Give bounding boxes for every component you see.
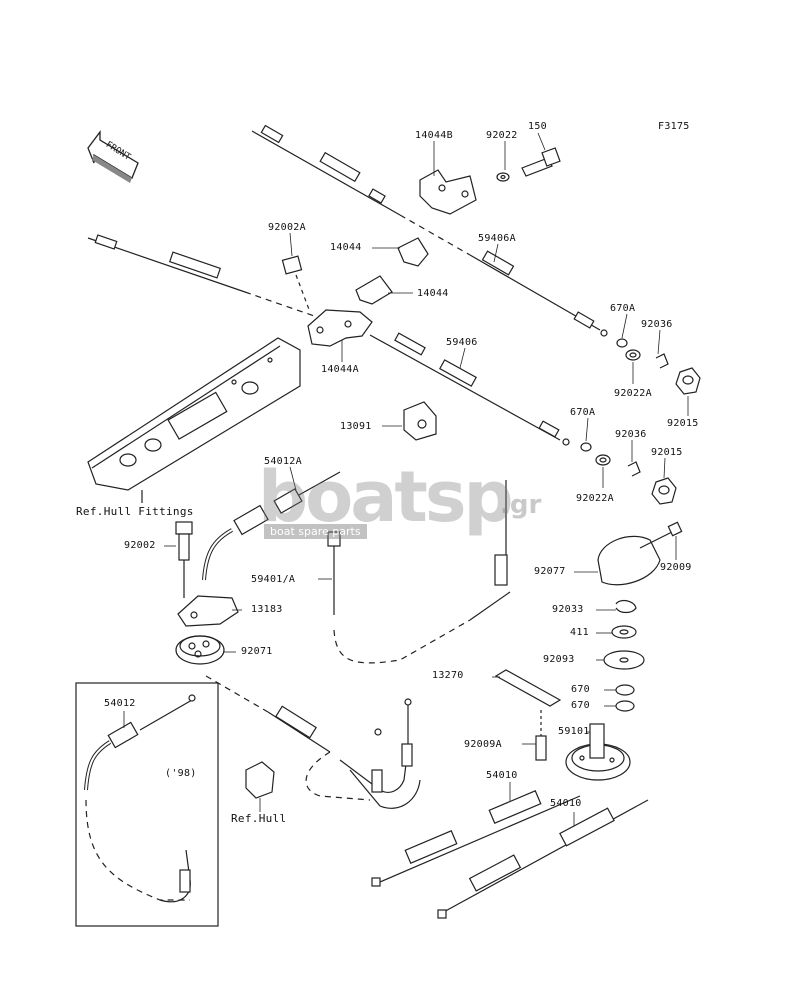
callout-92015-lower: 92015 — [651, 447, 683, 458]
callout-59406a: 59406A — [478, 233, 516, 244]
callout-92002a: 92002A — [268, 222, 306, 233]
callout-670a-upper: 670A — [610, 303, 636, 314]
callout-14044-upper: 14044 — [330, 242, 362, 253]
callout-14044a: 14044A — [321, 364, 359, 375]
cable-54010-a — [371, 790, 581, 887]
callout-14044-lower: 14044 — [417, 288, 449, 299]
callout-14044b: 14044B — [415, 130, 453, 141]
callout-150: 150 — [528, 121, 547, 132]
callout-92036-lower: 92036 — [615, 429, 647, 440]
callout-13270: 13270 — [432, 670, 464, 681]
callout-670a-lower: 670A — [570, 407, 596, 418]
callout-411: 411 — [570, 627, 589, 638]
callout-92022: 92022 — [486, 130, 518, 141]
callout-92022a-upper: 92022A — [614, 388, 652, 399]
callout-59401a: 59401/A — [251, 574, 296, 585]
watermark: boatsp .gr boat spare parts — [258, 462, 548, 542]
callout-ref-hull: Ref.Hull — [231, 812, 287, 825]
choke-knob — [597, 521, 683, 586]
callout-59101: 59101 — [558, 726, 590, 737]
watermark-tagline: boat spare parts — [264, 524, 367, 539]
callout-92009: 92009 — [660, 562, 692, 573]
hull-fittings-plate — [87, 337, 301, 491]
callout-year-1998: ('98) — [165, 768, 197, 779]
callout-ref-hull-fittings: Ref.Hull Fittings — [76, 505, 194, 518]
bracket-14044a — [307, 309, 373, 347]
callout-13091: 13091 — [340, 421, 372, 432]
callout-670-upper: 670 — [571, 684, 590, 695]
bracket-14044b — [419, 169, 477, 215]
front-arrow-icon: FRONT — [87, 130, 139, 183]
callout-92093: 92093 — [543, 654, 575, 665]
callout-54012: 54012 — [104, 698, 136, 709]
diagram-code: F3175 — [658, 121, 690, 132]
callout-92033: 92033 — [552, 604, 584, 615]
callout-92077: 92077 — [534, 566, 566, 577]
leader-lines — [123, 132, 689, 826]
callout-54010-lower: 54010 — [550, 798, 582, 809]
callout-13183: 13183 — [251, 604, 283, 615]
callout-670-lower: 670 — [571, 700, 590, 711]
watermark-suffix: .gr — [500, 490, 542, 520]
callout-54010-upper: 54010 — [486, 770, 518, 781]
watermark-logo: boatsp — [258, 456, 514, 538]
callout-92015-upper: 92015 — [667, 418, 699, 429]
callout-92022a-lower: 92022A — [576, 493, 614, 504]
knob-base-59101 — [565, 723, 631, 781]
cable-54010-b — [437, 799, 649, 919]
callout-92002: 92002 — [124, 540, 156, 551]
callout-92009a: 92009A — [464, 739, 502, 750]
cable-59406 — [87, 234, 570, 446]
cable-54012 — [84, 694, 196, 903]
cable-59401a — [327, 480, 511, 664]
callout-54012a: 54012A — [264, 456, 302, 467]
cable-54012a — [202, 471, 341, 581]
callout-92036-upper: 92036 — [641, 319, 673, 330]
callout-59406: 59406 — [446, 337, 478, 348]
inset-1998-box — [75, 682, 219, 927]
cable-59406a — [251, 124, 608, 337]
callout-92071: 92071 — [241, 646, 273, 657]
